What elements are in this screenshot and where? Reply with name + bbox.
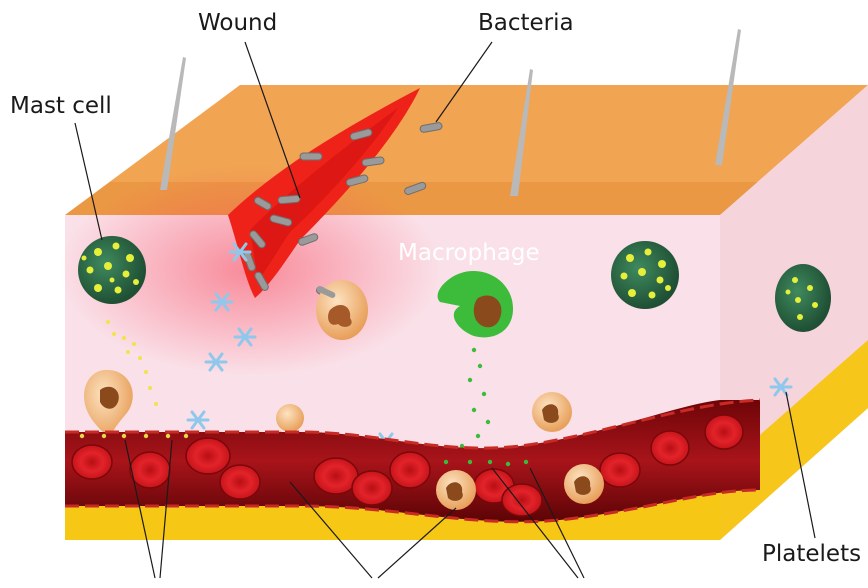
mast-cell-middle	[611, 241, 679, 309]
red-blood-cell	[600, 453, 640, 487]
neutrophil-in-vessel-2	[564, 464, 604, 504]
label-macrophage: Macrophage	[398, 240, 540, 266]
mast-cell-right	[775, 264, 831, 332]
neutrophil-dermis-lower	[532, 392, 572, 432]
red-blood-cell	[186, 438, 230, 474]
label-mast-cell: Mast cell	[10, 93, 112, 119]
red-blood-cell	[130, 452, 170, 488]
red-blood-cell	[390, 452, 430, 488]
neutrophil-in-vessel-1	[436, 470, 476, 510]
bacterium	[278, 195, 301, 204]
label-platelets: Platelets	[762, 541, 861, 567]
red-blood-cell	[651, 431, 689, 465]
label-wound: Wound	[198, 10, 277, 36]
red-blood-cell	[352, 471, 392, 505]
mast-cell-left	[78, 236, 146, 304]
bacterium	[300, 153, 322, 160]
red-blood-cell	[72, 445, 112, 479]
red-blood-cell	[220, 465, 260, 499]
neutrophil-dermis	[316, 280, 368, 340]
label-bacteria: Bacteria	[478, 10, 574, 36]
red-blood-cell	[705, 415, 743, 449]
